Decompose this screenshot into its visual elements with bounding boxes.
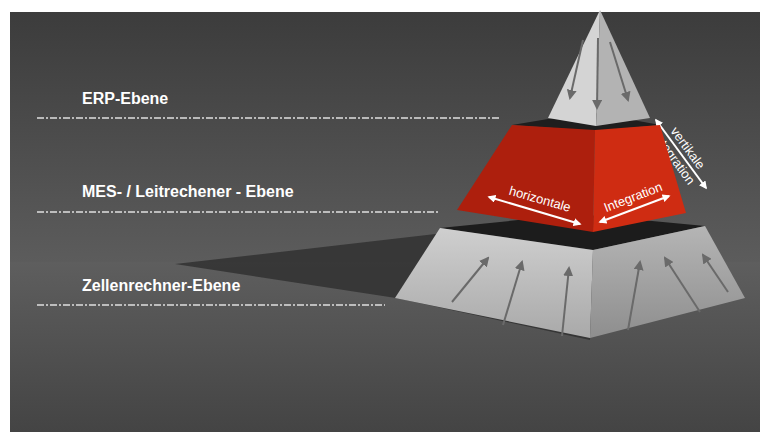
flow-arrow: [665, 258, 700, 312]
erp-layer-left: [548, 10, 600, 126]
level-label: MES- / Leitrechener - Ebene: [82, 183, 294, 201]
level-label: ERP-Ebene: [82, 90, 168, 108]
erp-layer-right: [596, 10, 650, 126]
level-line: [37, 211, 440, 213]
level-label: Zellenrechner-Ebene: [82, 277, 240, 295]
flow-arrow: [570, 40, 583, 98]
flow-arrow: [703, 255, 728, 292]
flow-arrow: [628, 262, 640, 330]
mes-layer-front: [457, 125, 595, 232]
cell-layer-front: [395, 228, 593, 338]
level-line: [37, 304, 385, 306]
cell-layer-right: [590, 226, 745, 338]
flow-arrow: [452, 258, 488, 302]
flow-arrow: [503, 262, 522, 325]
background: [10, 12, 760, 262]
layer-shape: [455, 120, 690, 235]
flow-arrow: [610, 42, 628, 100]
flow-arrow: [562, 268, 569, 336]
mes-layer-right: [593, 125, 686, 232]
mes-layer: horizontaleIntegration: [455, 120, 690, 235]
flow-arrow: [597, 38, 598, 108]
level-line: [37, 117, 500, 119]
